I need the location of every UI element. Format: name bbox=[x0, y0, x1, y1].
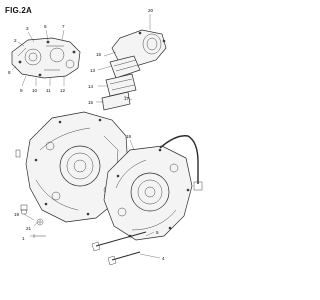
callout-8: 8 bbox=[8, 70, 11, 75]
callout-6: 6 bbox=[44, 24, 47, 29]
callout-14: 14 bbox=[88, 84, 94, 89]
washer bbox=[36, 218, 44, 226]
callout-17: 17 bbox=[124, 96, 130, 101]
callout-labels: 20 2 3 6 7 8 9 10 11 12 13 14 15 16 17 1… bbox=[8, 8, 165, 261]
drain-plug bbox=[20, 204, 28, 215]
breather-hose bbox=[159, 135, 199, 184]
intake-manifold-part bbox=[101, 29, 167, 111]
crankcase-bolt-short bbox=[107, 251, 141, 266]
callout-3: 3 bbox=[26, 26, 29, 31]
hose-clip bbox=[193, 181, 203, 191]
callout-9: 9 bbox=[20, 88, 23, 93]
crankcase-bolt-long bbox=[91, 231, 147, 252]
callout-7: 7 bbox=[62, 24, 65, 29]
exploded-parts-diagram: 20 2 3 6 7 8 9 10 11 12 13 14 15 16 17 1… bbox=[8, 8, 203, 266]
callout-20: 20 bbox=[148, 8, 154, 13]
callout-21: 21 bbox=[26, 226, 32, 231]
leader-lines bbox=[11, 14, 161, 259]
cylinder-plate-part bbox=[11, 37, 81, 79]
callout-5: 5 bbox=[156, 230, 159, 235]
callout-18: 18 bbox=[126, 134, 132, 139]
figure-title: FIG.2A bbox=[5, 6, 32, 15]
callout-11: 11 bbox=[46, 88, 51, 93]
right-crankcase-half bbox=[103, 145, 193, 241]
callout-2: 2 bbox=[14, 38, 17, 43]
callout-16: 16 bbox=[96, 52, 102, 57]
callout-1: 1 bbox=[22, 236, 25, 241]
small-bolt bbox=[33, 234, 46, 238]
callout-12: 12 bbox=[60, 88, 66, 93]
dowel-pin bbox=[15, 149, 21, 158]
callout-10: 10 bbox=[32, 88, 38, 93]
callout-19: 19 bbox=[14, 212, 20, 217]
callout-4: 4 bbox=[162, 256, 165, 261]
callout-13: 13 bbox=[90, 68, 96, 73]
callout-15: 15 bbox=[88, 100, 94, 105]
left-crankcase-half bbox=[25, 111, 129, 223]
